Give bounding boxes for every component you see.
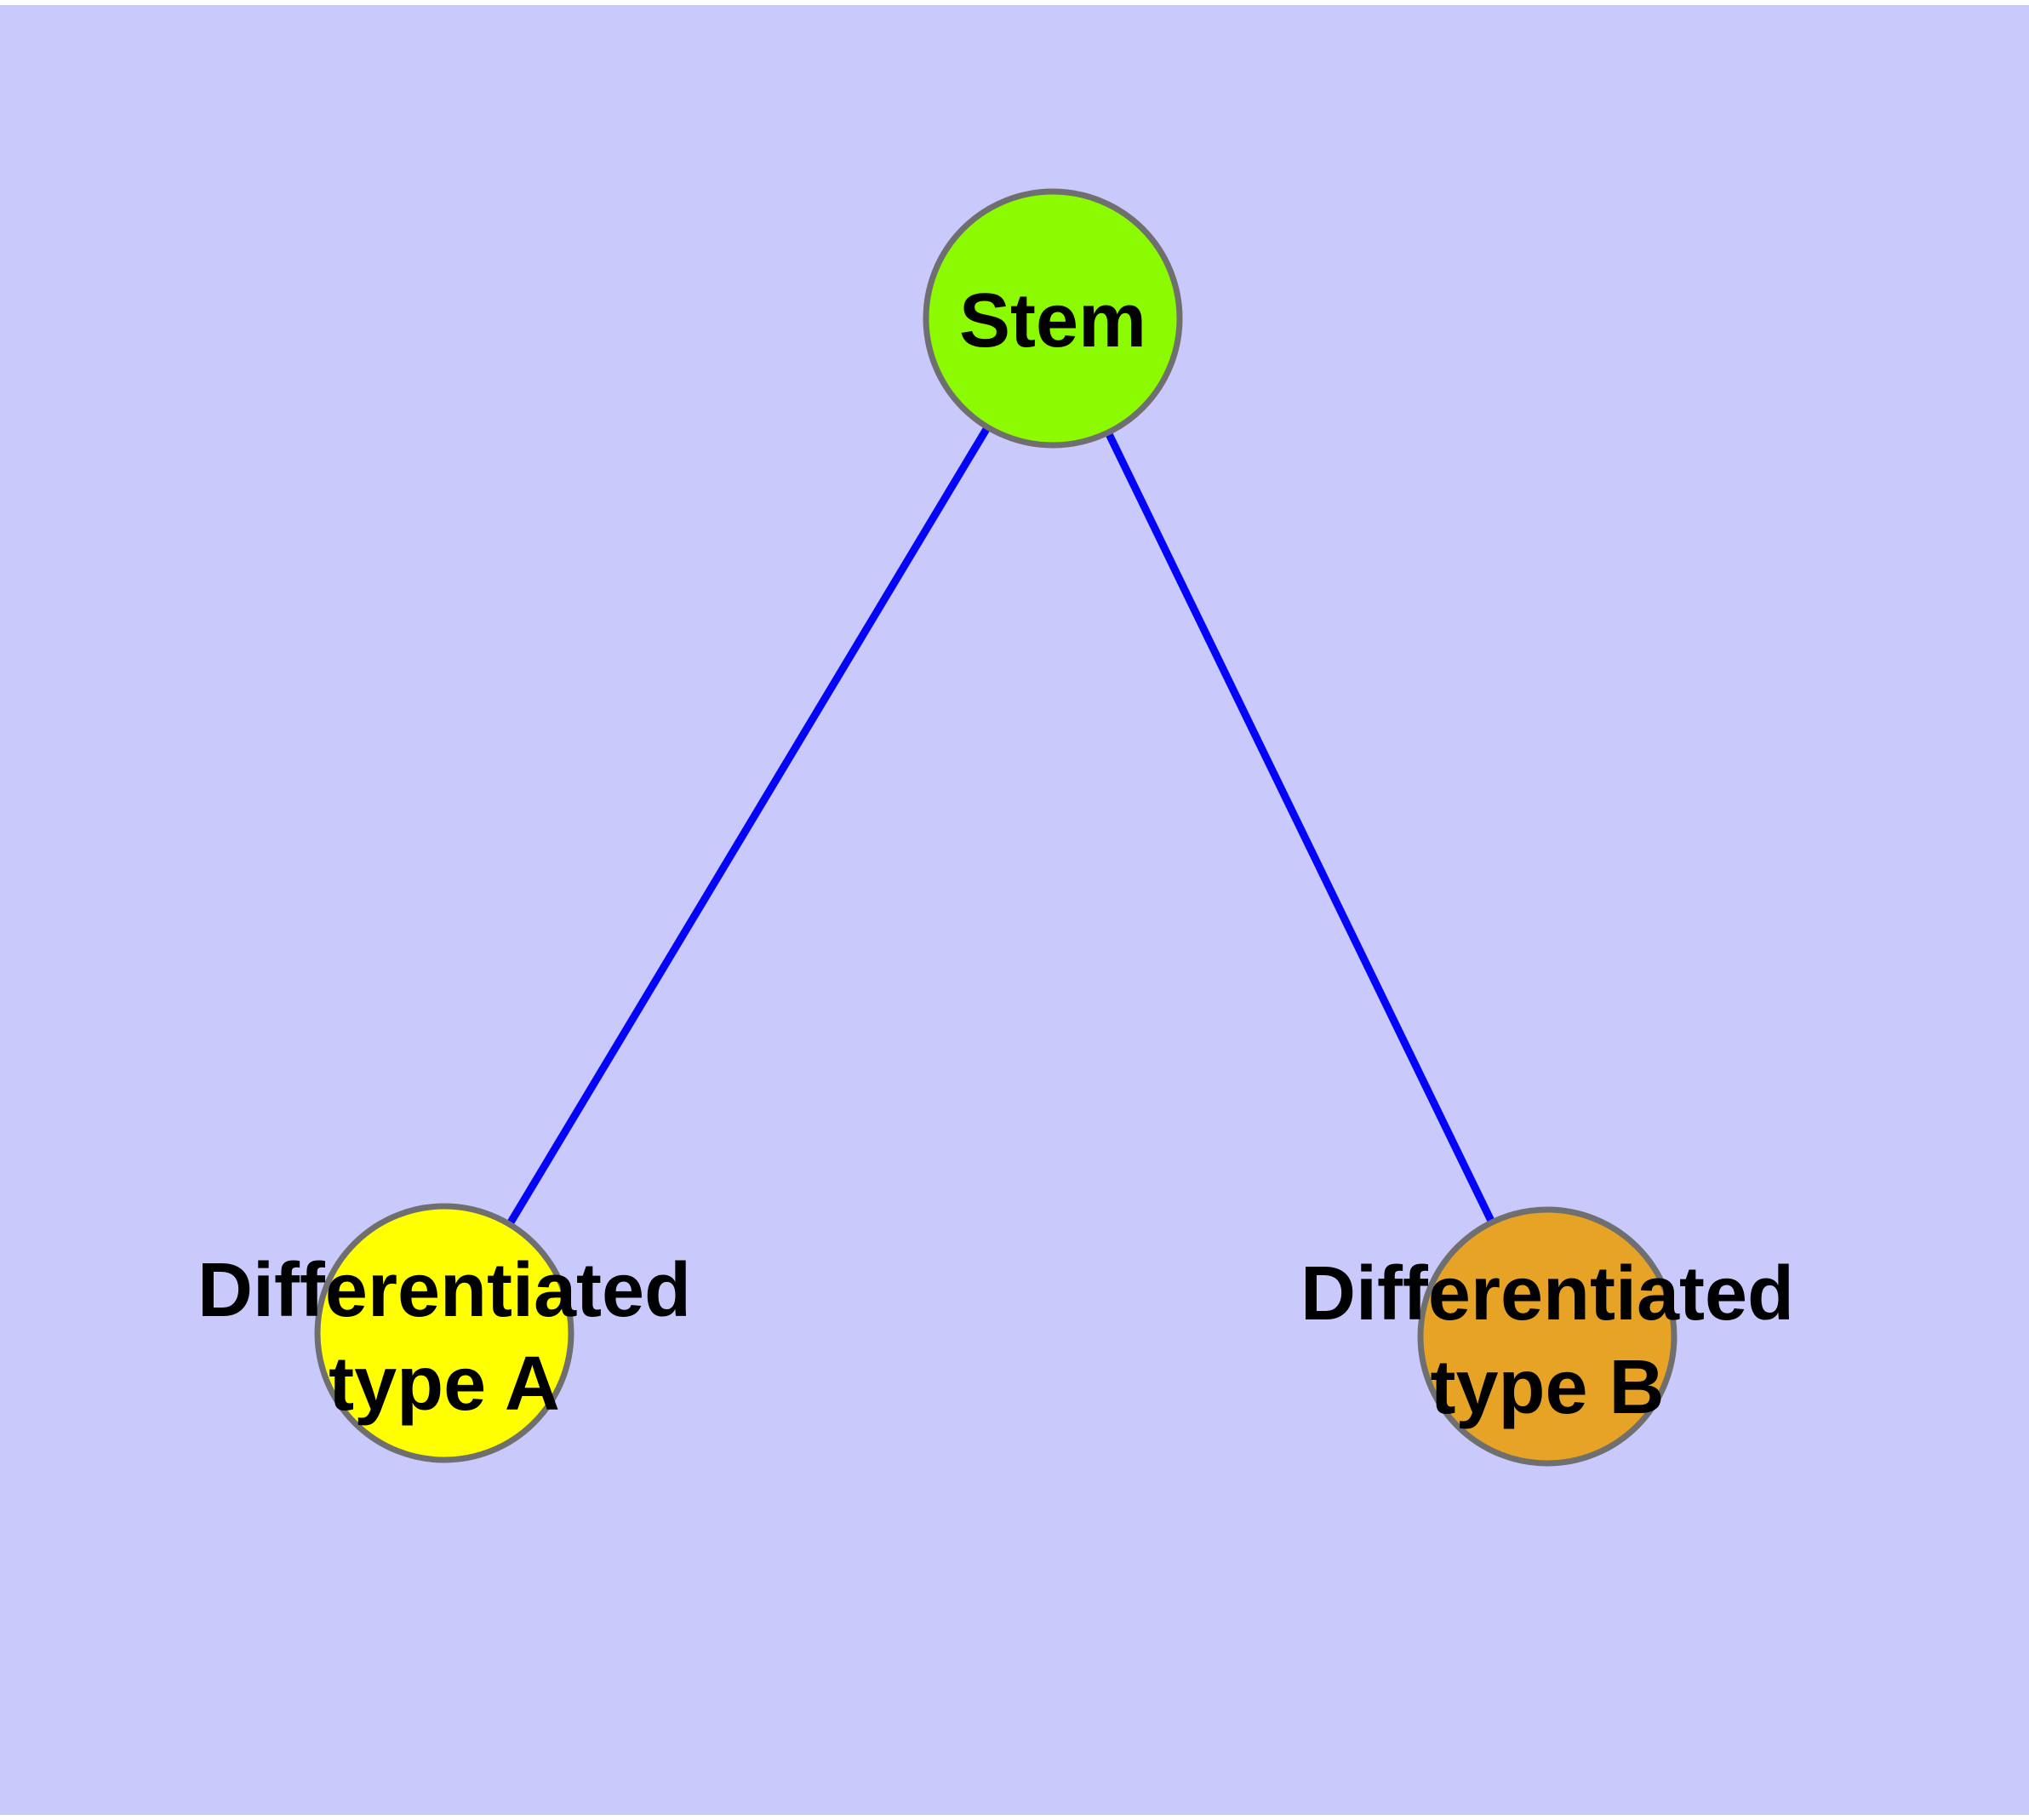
node-type-b-label-line2: type B bbox=[1430, 1345, 1664, 1430]
edge-group bbox=[441, 316, 1552, 1338]
node-type-b-circle bbox=[1417, 1206, 1677, 1467]
node-type-a-circle bbox=[314, 1203, 574, 1463]
node-type-a-label-line1: Differentiated bbox=[197, 1248, 691, 1333]
edge-stem-to-type-b bbox=[1049, 317, 1552, 1338]
node-stem-circle bbox=[923, 188, 1183, 449]
edge-stem-to-type-a bbox=[441, 316, 1056, 1336]
node-type-b-label-line1: Differentiated bbox=[1300, 1251, 1794, 1336]
node-stem: Stem bbox=[923, 188, 1183, 449]
node-differentiated-type-b: Differentiated type B bbox=[1300, 1206, 1794, 1467]
node-differentiated-type-a: Differentiated type A bbox=[197, 1203, 691, 1463]
node-type-a-label-line2: type A bbox=[329, 1342, 560, 1427]
node-stem-label: Stem bbox=[959, 278, 1146, 363]
